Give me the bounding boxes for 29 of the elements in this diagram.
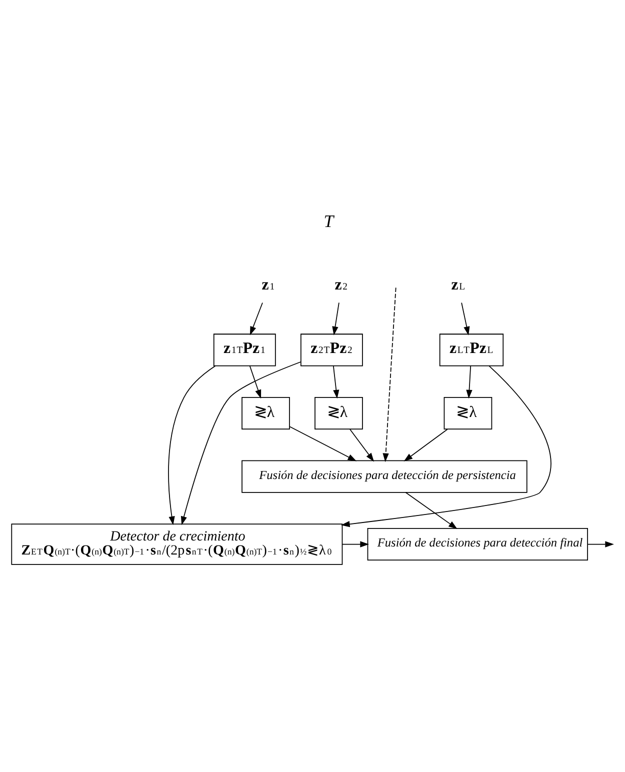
label: T [324, 210, 334, 231]
node-box: Fusión de decisiones para detección final [367, 528, 588, 561]
arrow [332, 366, 340, 399]
arrow [180, 361, 302, 526]
arrow [249, 366, 262, 399]
node-box: Detector de crecimiento ZETQ(n)T·(Q(n)Q(n)T)−1·sn/(2psnT·(Q(n)Q(n)T)−1·sn)½≷λ0 [11, 524, 343, 565]
node-text: zL [451, 276, 466, 294]
node-text: z1 [262, 276, 275, 294]
node-box: ≷λ [242, 397, 290, 430]
arrow [461, 302, 470, 336]
arrow [250, 302, 263, 336]
arrow [340, 366, 552, 528]
arrow [587, 541, 614, 548]
arrow [168, 366, 216, 526]
arrow [382, 287, 396, 462]
arrow [332, 302, 340, 336]
arrow [289, 426, 357, 462]
arrow [404, 428, 448, 462]
arrow [350, 428, 374, 462]
arrow [342, 541, 369, 548]
node-box: ≷λ [314, 397, 363, 430]
node-text: z2 [334, 276, 348, 294]
node-box: ≷λ [444, 397, 492, 430]
arrow [466, 366, 472, 399]
node-box: z1TPz1 [213, 334, 276, 366]
node-box: Fusión de decisiones para detección de persistencia [242, 460, 528, 493]
arrow [405, 492, 458, 530]
node-box: zLTPzL [439, 334, 504, 366]
node-box: z2TPz2 [300, 334, 363, 366]
